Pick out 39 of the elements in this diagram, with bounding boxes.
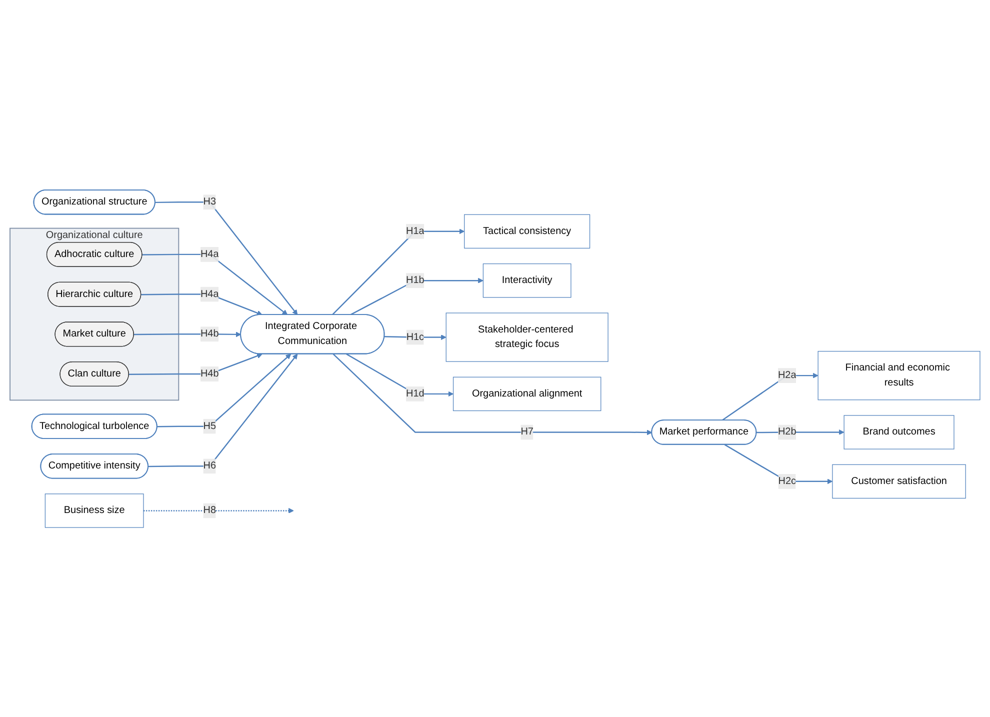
arrow [724, 444, 833, 484]
arrow [134, 331, 242, 337]
edge-label: H4b [200, 368, 219, 379]
node-box: Financial and economic results [818, 350, 980, 400]
node-box: Organizational alignment [452, 376, 602, 411]
arrow [128, 353, 262, 375]
edge-label: H2b [778, 426, 796, 437]
arrow [157, 354, 292, 427]
arrow [141, 293, 262, 316]
node-box: Business size [44, 493, 144, 528]
edge-label: H8 [203, 504, 216, 516]
node-box: Brand outcomes [844, 414, 954, 450]
arrow [350, 278, 484, 316]
arrow [143, 508, 294, 514]
arrow [756, 429, 844, 435]
arrow [332, 353, 652, 435]
arrow [148, 354, 298, 467]
node-box: Interactivity [482, 263, 572, 298]
edge-label: H4a [200, 288, 219, 300]
edge-label: H7 [520, 426, 534, 437]
edge-label: H1a [406, 226, 424, 236]
node-box: Customer satisfaction [832, 464, 966, 498]
node-box: Stakeholder-centered strategic focus [446, 312, 608, 362]
edge-label: H1c [406, 331, 424, 342]
arrow [155, 201, 298, 315]
arrow [722, 372, 818, 421]
arrow [142, 254, 288, 315]
edge-label: H2a [778, 370, 796, 380]
arrow [332, 228, 465, 316]
arrow [346, 353, 454, 396]
edge-label: H4a [200, 248, 219, 260]
edge-label: H4b [200, 328, 219, 339]
edge-label: H6 [203, 460, 216, 471]
edge-label: H1d [406, 388, 424, 399]
edge-label: H1b [406, 274, 424, 286]
edge-label: H5 [203, 420, 216, 432]
edge-label: H3 [203, 196, 216, 207]
edge-label: H2c [778, 476, 796, 486]
node-box: Tactical consistency [464, 214, 590, 248]
